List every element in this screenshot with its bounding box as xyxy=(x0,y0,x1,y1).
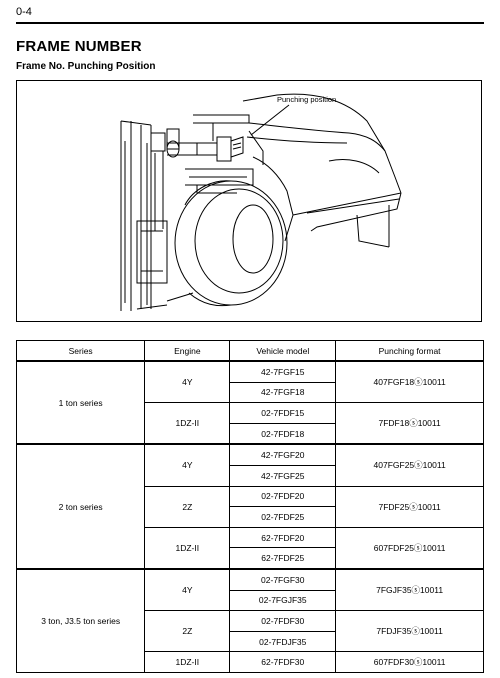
vehicle-model-cell: 02-7FGJF35 xyxy=(229,589,337,612)
drive-wheel xyxy=(174,180,288,307)
engine-cell: 1DZ-II xyxy=(144,526,231,570)
engine-cell: 4Y xyxy=(144,360,231,404)
engine-cell: 2Z xyxy=(144,485,231,528)
vehicle-model-cell: 02-7FGF30 xyxy=(229,567,337,591)
punching-format-cell: 407FGF18ⓢ10011 xyxy=(335,360,484,404)
table-header-row: Series Engine Vehicle model Punching for… xyxy=(15,340,484,362)
punching-format-cell: 7FDF18ⓢ10011 xyxy=(335,402,484,445)
vehicle-model-cell: 62-7FDF30 xyxy=(229,651,337,673)
engine-cell: 1DZ-II xyxy=(144,402,231,445)
vehicle-model-cell: 02-7FDJF35 xyxy=(229,630,337,653)
table-row: 2Z 02-7FDF20 7FDF25ⓢ10011 xyxy=(17,485,484,528)
punching-position-callout: Punching position xyxy=(277,95,337,104)
series-cell: 1 ton series xyxy=(15,360,146,445)
column-header-engine: Engine xyxy=(144,340,231,362)
punching-format-cell: 7FDJF35ⓢ10011 xyxy=(335,610,484,653)
truck-body xyxy=(185,93,402,248)
vehicle-model-cell: 62-7FDF20 xyxy=(229,526,337,549)
punching-plate xyxy=(230,136,244,158)
frame-number-table: Series Engine Vehicle model Punching for… xyxy=(15,340,484,673)
page-number: 0-4 xyxy=(16,6,32,18)
column-header-punching-format: Punching format xyxy=(335,340,484,362)
vehicle-model-cell: 42-7FGF15 xyxy=(229,360,337,383)
section-subtitle: Frame No. Punching Position xyxy=(16,61,156,72)
punching-format-cell: 607FDF30ⓢ10011 xyxy=(335,651,484,673)
series-cell: 2 ton series xyxy=(15,443,146,570)
table-row: 1DZ-II 62-7FDF20 607FDF25ⓢ10011 xyxy=(17,526,484,570)
punching-format-cell: 407FGF25ⓢ10011 xyxy=(335,443,484,487)
vehicle-model-cell: 62-7FDF25 xyxy=(229,547,337,570)
vehicle-model-cell: 02-7FDF18 xyxy=(229,422,337,445)
ground-line xyxy=(136,292,194,310)
table-row: 1DZ-II 02-7FDF15 7FDF18ⓢ10011 xyxy=(17,402,484,445)
column-header-series: Series xyxy=(15,340,146,362)
tilt-cylinder xyxy=(166,136,232,162)
vehicle-model-cell: 42-7FGF25 xyxy=(229,464,337,487)
engine-cell: 2Z xyxy=(144,610,231,653)
forklift-drawing xyxy=(120,93,402,311)
column-header-vehicle-model: Vehicle model xyxy=(229,340,337,362)
vehicle-model-cell: 42-7FGF20 xyxy=(229,443,337,466)
table-row: 1 ton series 4Y 42-7FGF15 407FGF18ⓢ10011 xyxy=(15,360,484,445)
forklift-illustration: Punching position xyxy=(16,80,482,322)
page-title: FRAME NUMBER xyxy=(16,38,142,55)
engine-cell: 4Y xyxy=(144,443,231,487)
vehicle-model-cell: 42-7FGF18 xyxy=(229,381,337,404)
vehicle-model-cell: 02-7FDF25 xyxy=(229,506,337,528)
vehicle-model-cell: 02-7FDF30 xyxy=(229,610,337,632)
engine-cell: 1DZ-II xyxy=(144,651,231,673)
table-row: 1DZ-II 62-7FDF30 607FDF30ⓢ10011 xyxy=(17,651,484,673)
callout-leader xyxy=(250,104,290,136)
punching-format-cell: 7FDF25ⓢ10011 xyxy=(335,485,484,528)
mast xyxy=(120,120,180,311)
series-cell: 3 ton, J3.5 ton series xyxy=(15,567,146,673)
vehicle-model-cell: 02-7FDF15 xyxy=(229,402,337,424)
table-row: 3 ton, J3.5 ton series 4Y 02-7FGF30 7FGJ… xyxy=(15,567,484,673)
header-rule xyxy=(16,22,484,24)
engine-cell: 4Y xyxy=(144,567,231,612)
vehicle-model-cell: 02-7FDF20 xyxy=(229,485,337,508)
table-row: 2 ton series 4Y 42-7FGF20 407FGF25ⓢ10011 xyxy=(15,443,484,570)
punching-format-cell: 607FDF25ⓢ10011 xyxy=(335,526,484,570)
punching-format-cell: 7FGJF35ⓢ10011 xyxy=(335,567,484,612)
